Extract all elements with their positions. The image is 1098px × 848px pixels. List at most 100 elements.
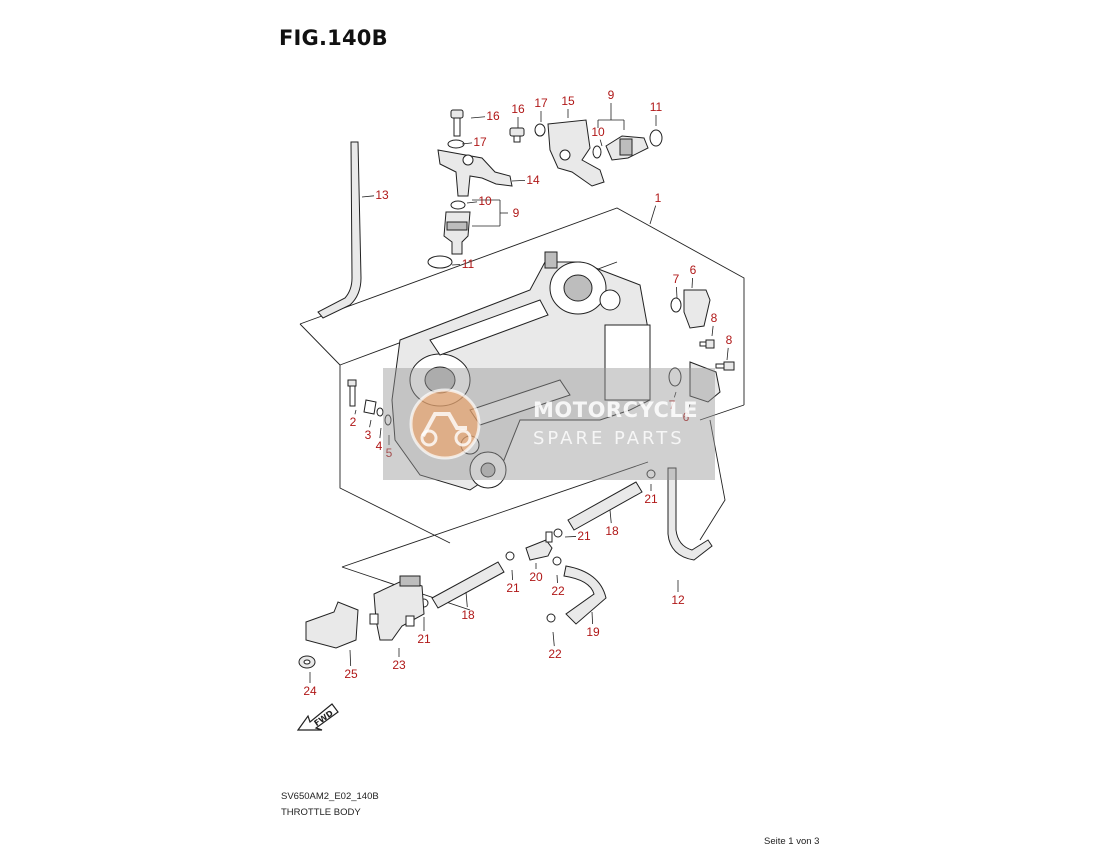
- callout-leader-4: [379, 427, 382, 439]
- callout-leader-13: [361, 195, 375, 198]
- callout-2: 2: [350, 415, 357, 429]
- callout-leader-8: [726, 347, 729, 361]
- callout-25: 25: [344, 667, 358, 681]
- spring-3: [363, 399, 377, 415]
- o-ring-17-left: [447, 139, 465, 149]
- callout-22: 22: [551, 584, 565, 598]
- callout-6: 6: [683, 410, 690, 424]
- bolt-16-left: [450, 109, 464, 137]
- callout-8: 8: [726, 333, 733, 347]
- callout-7: 7: [669, 398, 676, 412]
- screw-8-top: [699, 339, 715, 349]
- bolt-16-right: [509, 127, 525, 143]
- callout-4: 4: [376, 439, 383, 453]
- sensor-6-top: [670, 289, 711, 329]
- callout-21: 21: [577, 529, 591, 543]
- callout-leader-11: [451, 264, 461, 266]
- callout-leader-18: [465, 591, 468, 608]
- callout-leader-22: [556, 574, 558, 584]
- callout-leader-10: [466, 201, 478, 204]
- callout-19: 19: [586, 625, 600, 639]
- callout-leader-7: [673, 391, 677, 398]
- footer-page-number: Seite 1 von 3: [764, 836, 820, 847]
- clamp-22-b: [546, 613, 556, 623]
- callout-12: 12: [671, 593, 685, 607]
- figure-title: FIG.140B: [279, 26, 388, 50]
- callout-leader-21: [564, 536, 577, 538]
- bracket-25: [305, 601, 359, 649]
- callout-17: 17: [473, 135, 487, 149]
- callout-1: 1: [655, 191, 662, 205]
- watermark: MOTORCYCLE SPARE PARTS: [383, 368, 715, 480]
- callout-3: 3: [365, 428, 372, 442]
- solenoid-valve-23: [369, 575, 425, 641]
- callout-18: 18: [461, 608, 475, 622]
- callout-20: 20: [529, 570, 543, 584]
- callout-leader-17: [461, 142, 473, 145]
- callout-leader-14: [511, 179, 526, 182]
- footer-figure-code: SV650AM2_E02_140B: [281, 791, 379, 802]
- callout-21: 21: [644, 492, 658, 506]
- callout-leader-21: [511, 569, 513, 581]
- callout-leader-8: [711, 325, 714, 337]
- callout-21: 21: [506, 581, 520, 595]
- fwd-arrow-icon: FWD: [296, 703, 339, 731]
- callout-leader-1: [649, 205, 657, 225]
- hose-19: [563, 565, 607, 625]
- clamp-21-b: [553, 528, 563, 538]
- callout-5: 5: [386, 446, 393, 460]
- hose-13: [317, 141, 362, 319]
- callout-9: 9: [513, 206, 520, 220]
- callout-leader-7: [676, 286, 678, 299]
- injector-9-left: [427, 200, 471, 269]
- throttle-body-frame: [299, 207, 745, 611]
- callout-18: 18: [605, 524, 619, 538]
- sensor-6-bottom: [668, 361, 721, 403]
- callout-14: 14: [526, 173, 540, 187]
- clamp-21-a: [646, 469, 656, 479]
- clamp-21-c: [505, 551, 515, 561]
- callout-leader-2: [354, 409, 357, 415]
- callout-11: 11: [650, 100, 663, 114]
- clamp-22-a: [552, 556, 562, 566]
- callout-leader-19: [591, 611, 594, 625]
- callout-11: 11: [462, 257, 475, 271]
- callout-10: 10: [591, 125, 605, 139]
- callout-23: 23: [392, 658, 406, 672]
- callout-leader-18: [609, 509, 612, 524]
- o-ring-5: [384, 414, 392, 426]
- hose-18-lower: [431, 561, 505, 609]
- hose-18-upper: [567, 481, 643, 531]
- callout-8: 8: [711, 311, 718, 325]
- callout-6: 6: [690, 263, 697, 277]
- footer-figure-name: THROTTLE BODY: [281, 807, 361, 818]
- callout-22: 22: [548, 647, 562, 661]
- o-ring-17-right: [534, 123, 546, 137]
- callout-leader-10: [599, 139, 603, 147]
- fitting-20: [525, 531, 553, 561]
- callout-13: 13: [375, 188, 389, 202]
- callout-leader-6: [687, 403, 691, 410]
- motorcycle-logo-icon: [409, 388, 481, 460]
- callout-15: 15: [561, 94, 575, 108]
- nut-24: [298, 655, 316, 669]
- delivery-pipe-14: [437, 149, 513, 197]
- callout-16: 16: [511, 102, 525, 116]
- injector-9-right: [592, 129, 663, 161]
- screw-2: [347, 379, 357, 407]
- hose-12: [667, 467, 713, 561]
- callout-leader-3: [369, 419, 372, 428]
- watermark-line-1: MOTORCYCLE: [533, 398, 699, 422]
- delivery-pipe-15: [547, 119, 605, 187]
- callout-10: 10: [478, 194, 492, 208]
- callout-leader-22: [552, 631, 555, 647]
- callout-17: 17: [534, 96, 548, 110]
- callout-21: 21: [417, 632, 431, 646]
- callout-leader-16: [470, 116, 486, 119]
- watermark-line-2: SPARE PARTS: [533, 428, 685, 449]
- screw-8-bottom: [715, 361, 735, 371]
- callout-16: 16: [486, 109, 500, 123]
- callout-leader-6: [691, 277, 693, 289]
